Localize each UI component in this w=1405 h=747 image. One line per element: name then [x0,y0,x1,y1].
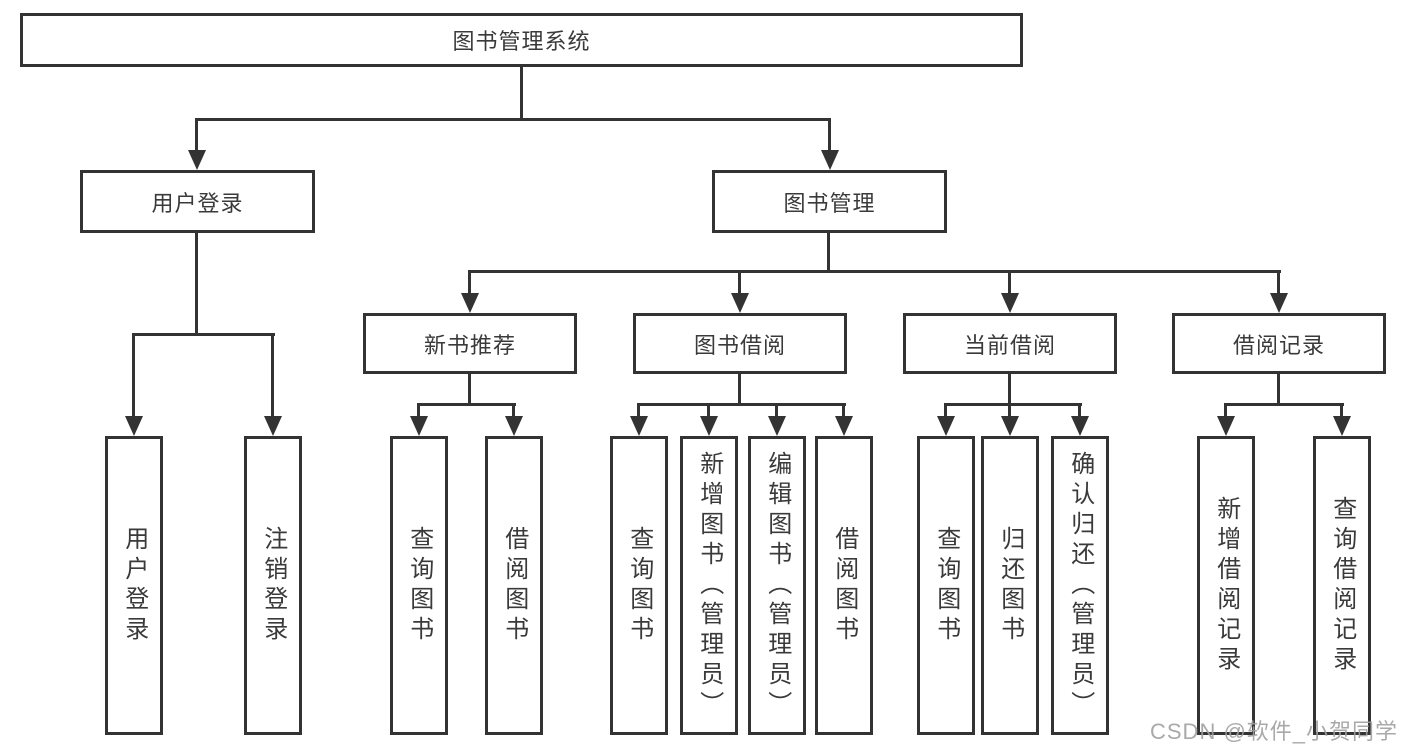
arrowhead-book-borrow [731,293,749,313]
connector-drop-leaf-login [132,333,135,418]
node-new-book-recommend: 新书推荐 [363,313,577,374]
arrowhead-br-add [1217,416,1235,436]
leaf-user-login-label: 用户登录 [120,525,148,646]
arrowhead-leaf-login [125,416,143,436]
leaf-query-books-current-label: 查询图书 [932,525,960,646]
connector-drop-current-borrow [1008,270,1011,296]
arrowhead-user-login [188,150,206,170]
arrowhead-bb-add [700,416,718,436]
leaf-borrow-books-label: 借阅图书 [830,525,858,646]
leaf-query-borrow-record-label: 查询借阅记录 [1328,495,1356,676]
connector-user-login-stem [195,233,198,335]
arrowhead-book-mgmt [821,150,839,170]
node-borrow-records-label: 借阅记录 [1232,332,1325,358]
leaf-logout: 注销登录 [244,436,302,735]
leaf-logout-label: 注销登录 [259,525,287,646]
node-user-login-label: 用户登录 [151,190,244,216]
arrowhead-current-borrow [1001,293,1019,313]
leaf-add-book-admin-label: 新增图书（管理员） [695,450,723,721]
arrowhead-borrow-records [1270,293,1288,313]
leaf-edit-book-admin-label: 编辑图书（管理员） [763,450,791,721]
leaf-add-book-admin: 新增图书（管理员） [680,436,738,735]
connector-drop-cb-query [944,403,947,418]
leaf-query-books-current: 查询图书 [917,436,975,735]
connector-drop-nb-query [417,403,420,418]
connector-drop-nb-borrow [512,403,515,418]
connector-current-borrow-rail [944,403,1082,406]
csdn-watermark: CSDN @软件_小贺同学 [1150,719,1399,744]
leaf-borrow-books-recommend: 借阅图书 [485,436,543,735]
connector-user-login-rail [132,333,275,336]
node-system-root: 图书管理系统 [20,13,1023,67]
arrowhead-new-book [461,293,479,313]
node-book-borrow-label: 图书借阅 [693,332,786,358]
connector-drop-cb-return [1008,403,1011,418]
node-book-borrow: 图书借阅 [633,313,847,374]
leaf-query-books-borrow: 查询图书 [610,436,668,735]
leaf-query-books-borrow-label: 查询图书 [625,525,653,646]
connector-new-book-rail [417,403,516,406]
connector-book-borrow-stem [738,374,741,405]
connector-drop-bb-query [637,403,640,418]
leaf-query-books-recommend-label: 查询图书 [405,525,433,646]
connector-root-rail [196,118,831,121]
leaf-query-books-recommend: 查询图书 [390,436,448,735]
connector-drop-user-login [195,118,198,152]
arrowhead-cb-confirm [1071,416,1089,436]
connector-drop-book-mgmt [828,118,831,152]
connector-drop-cb-confirm [1078,403,1081,418]
leaf-borrow-books: 借阅图书 [815,436,873,735]
leaf-borrow-books-recommend-label: 借阅图书 [500,525,528,646]
connector-current-borrow-stem [1008,374,1011,405]
arrowhead-br-query [1333,416,1351,436]
connector-drop-br-add [1224,403,1227,418]
node-current-borrow-label: 当前借阅 [963,332,1056,358]
leaf-confirm-return-admin: 确认归还（管理员） [1051,436,1109,735]
connector-drop-bb-add [707,403,710,418]
arrowhead-cb-query [937,416,955,436]
connector-drop-leaf-logout [271,333,274,418]
connector-drop-borrow-records [1277,270,1280,296]
leaf-user-login: 用户登录 [105,436,163,735]
arrowhead-nb-borrow [505,416,523,436]
node-new-book-recommend-label: 新书推荐 [423,332,516,358]
leaf-confirm-return-admin-label: 确认归还（管理员） [1066,450,1094,721]
connector-root-stem [520,67,523,120]
leaf-add-borrow-record-label: 新增借阅记录 [1212,495,1240,676]
connector-drop-new-book [468,270,471,296]
leaf-add-borrow-record: 新增借阅记录 [1197,436,1255,735]
connector-drop-bb-edit [775,403,778,418]
arrowhead-bb-query [630,416,648,436]
connector-new-book-stem [468,374,471,405]
leaf-edit-book-admin: 编辑图书（管理员） [748,436,806,735]
connector-borrow-records-stem [1277,374,1280,405]
connector-borrow-records-rail [1224,403,1344,406]
arrowhead-nb-query [410,416,428,436]
arrowhead-cb-return [1001,416,1019,436]
node-borrow-records: 借阅记录 [1172,313,1386,374]
connector-book-borrow-rail [637,403,846,406]
node-system-root-label: 图书管理系统 [452,29,591,54]
arrowhead-bb-edit [768,416,786,436]
connector-drop-br-query [1340,403,1343,418]
leaf-return-books: 归还图书 [981,436,1039,735]
connector-drop-book-borrow [738,270,741,296]
arrowhead-bb-borrow [835,416,853,436]
node-book-management: 图书管理 [712,170,947,233]
connector-book-mgmt-rail [468,270,1281,273]
connector-drop-bb-borrow [842,403,845,418]
node-user-login: 用户登录 [80,170,315,233]
leaf-query-borrow-record: 查询借阅记录 [1313,436,1371,735]
node-book-management-label: 图书管理 [783,190,876,216]
node-current-borrow: 当前借阅 [903,313,1117,374]
arrowhead-leaf-logout [264,416,282,436]
leaf-return-books-label: 归还图书 [996,525,1024,646]
connector-book-mgmt-stem [827,233,830,273]
